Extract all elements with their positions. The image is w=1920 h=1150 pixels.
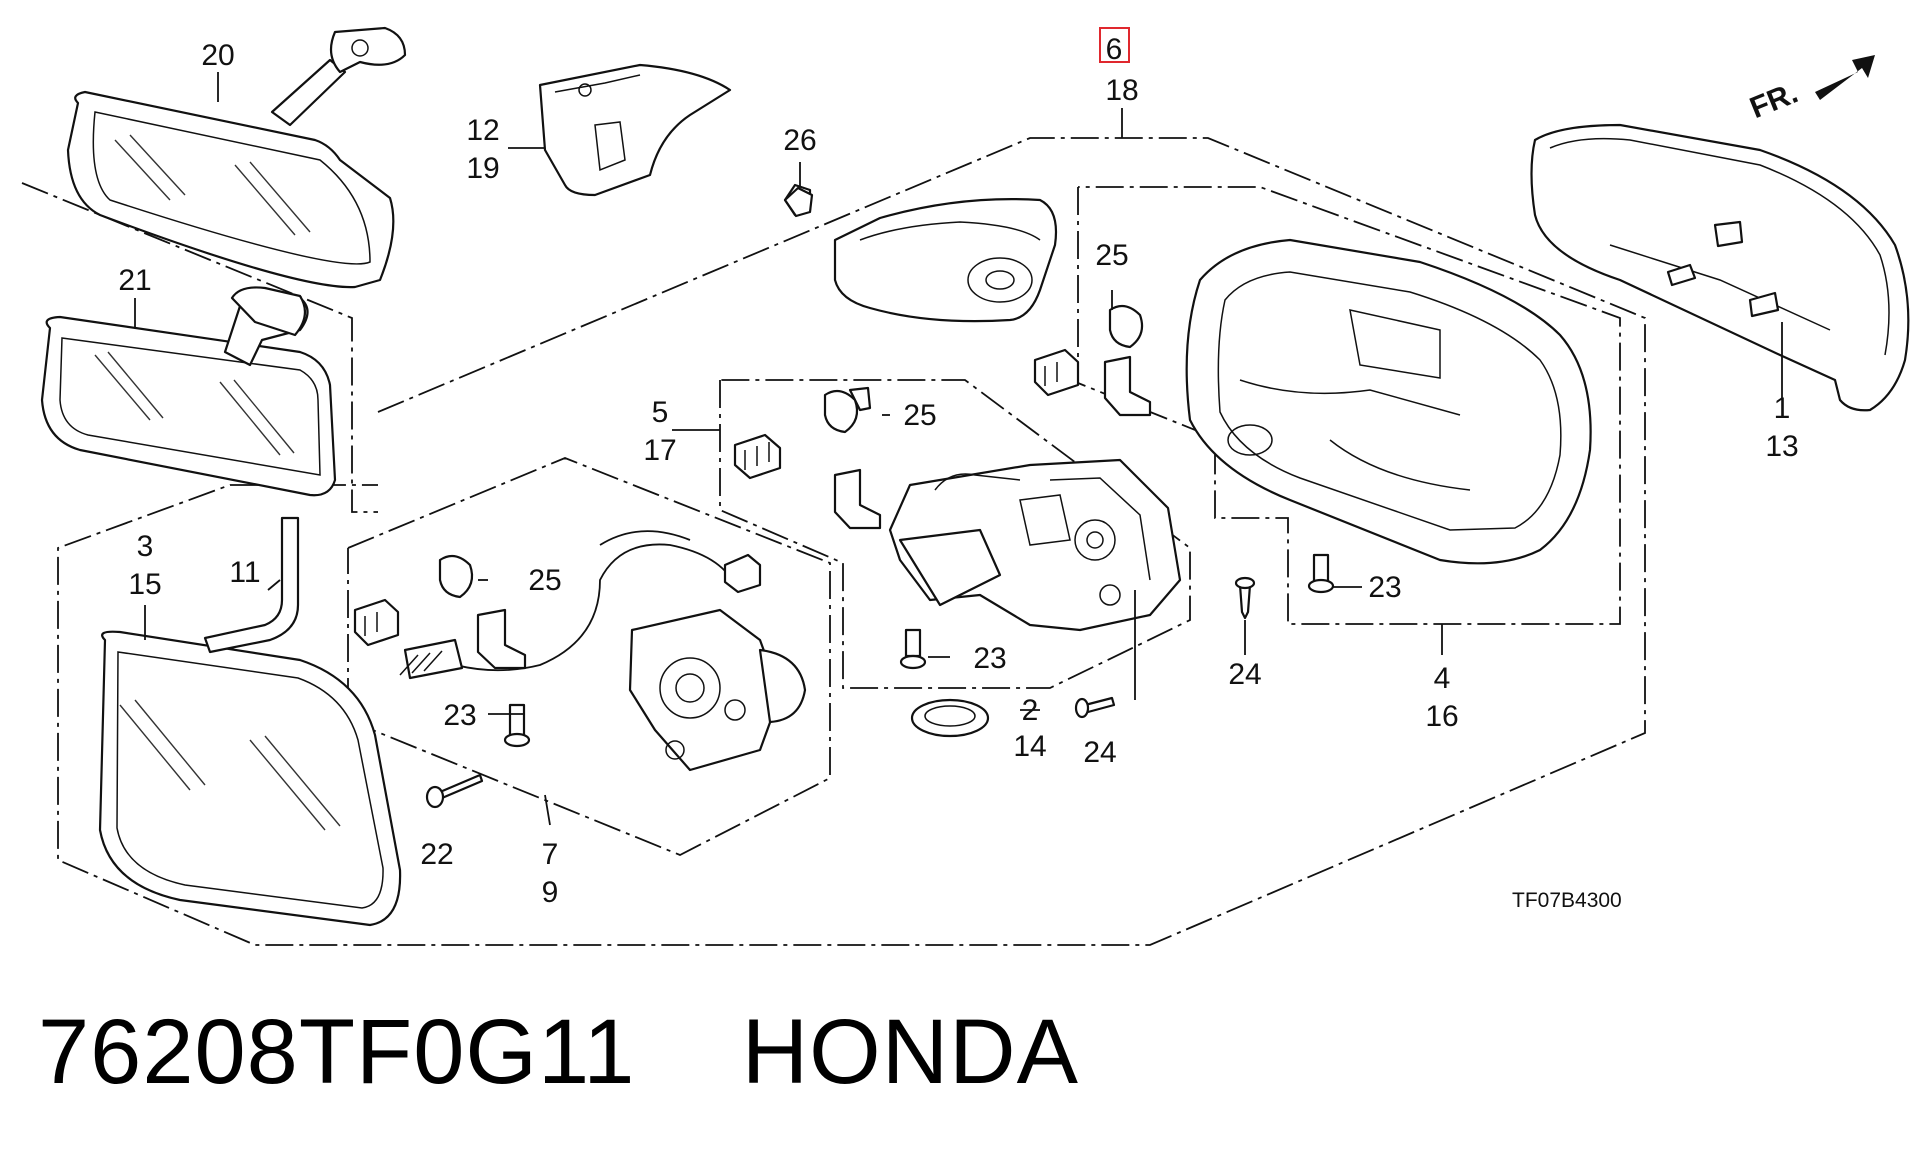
callout-25-mid: 25 xyxy=(903,399,936,432)
mirror-base-6 xyxy=(783,183,1058,323)
callout-23-left: 23 xyxy=(443,699,476,732)
callout-17: 17 xyxy=(643,434,676,467)
callout-6-highlight xyxy=(1099,27,1130,63)
callout-22: 22 xyxy=(420,838,453,871)
part-number: 76208TF0G11 xyxy=(38,1001,636,1103)
caption-gap xyxy=(635,1001,741,1103)
callout-7: 7 xyxy=(542,838,559,871)
callout-5: 5 xyxy=(652,396,669,429)
callout-23-mid: 23 xyxy=(973,642,1006,675)
callout-24-mid: 24 xyxy=(1083,736,1116,769)
screws xyxy=(425,186,1335,809)
callout-26: 26 xyxy=(783,124,816,157)
rearview-mirror-20 xyxy=(66,26,407,289)
mirror-glass-3 xyxy=(98,630,402,927)
retaining-ring-2 xyxy=(910,698,990,738)
callout-6: 6 xyxy=(1106,33,1123,66)
mirror-housing-4 xyxy=(1185,238,1592,565)
diagram-code: TF07B4300 xyxy=(1512,889,1622,912)
part-number-caption: 76208TF0G11 HONDA xyxy=(38,1000,1079,1105)
callout-16: 16 xyxy=(1425,700,1458,733)
callout-12: 12 xyxy=(466,114,499,147)
brand-name: HONDA xyxy=(741,1001,1079,1103)
skull-cap-1 xyxy=(1530,123,1910,412)
screw-23-b xyxy=(899,628,927,670)
callout-labels: 20 21 12 19 26 6 18 25 5 17 25 1 13 3 15… xyxy=(118,27,1799,909)
callout-24-right: 24 xyxy=(1228,658,1261,691)
callout-25-top: 25 xyxy=(1095,239,1128,272)
power-actuator-5 xyxy=(888,458,1182,632)
leader-lines xyxy=(134,72,1783,826)
front-direction-label: FR. xyxy=(1745,76,1802,125)
screw-24-b xyxy=(1074,696,1116,719)
callout-13: 13 xyxy=(1765,430,1798,463)
rearview-mirror-21 xyxy=(40,286,337,497)
connectors-group-4 xyxy=(1033,304,1152,417)
actuator-harness-7 xyxy=(399,530,807,772)
callout-20: 20 xyxy=(201,39,234,72)
front-direction-arrow: FR. xyxy=(1745,55,1875,125)
drain-tube-11 xyxy=(203,516,300,654)
connectors-group-5 xyxy=(733,386,882,530)
callout-21: 21 xyxy=(118,264,151,297)
callout-18: 18 xyxy=(1105,74,1138,107)
callout-1: 1 xyxy=(1774,392,1791,425)
callout-11: 11 xyxy=(229,556,260,589)
callout-9: 9 xyxy=(542,876,559,909)
callout-3: 3 xyxy=(137,530,154,563)
callout-15: 15 xyxy=(128,568,161,601)
callout-4: 4 xyxy=(1434,662,1451,695)
base-cover-12 xyxy=(538,63,732,197)
callout-23-right: 23 xyxy=(1368,571,1401,604)
callout-19: 19 xyxy=(466,152,499,185)
screw-23-a xyxy=(503,703,531,748)
callout-25-left: 25 xyxy=(528,564,561,597)
screw-24-a xyxy=(1234,576,1256,620)
exploded-parts-diagram: FR. xyxy=(21,26,1910,946)
screw-22 xyxy=(425,773,484,809)
nut-26 xyxy=(783,186,814,218)
connectors-group-7 xyxy=(353,554,527,670)
screw-23-c xyxy=(1307,553,1335,594)
callout-14: 14 xyxy=(1013,730,1046,763)
callout-2: 2 xyxy=(1022,694,1039,727)
